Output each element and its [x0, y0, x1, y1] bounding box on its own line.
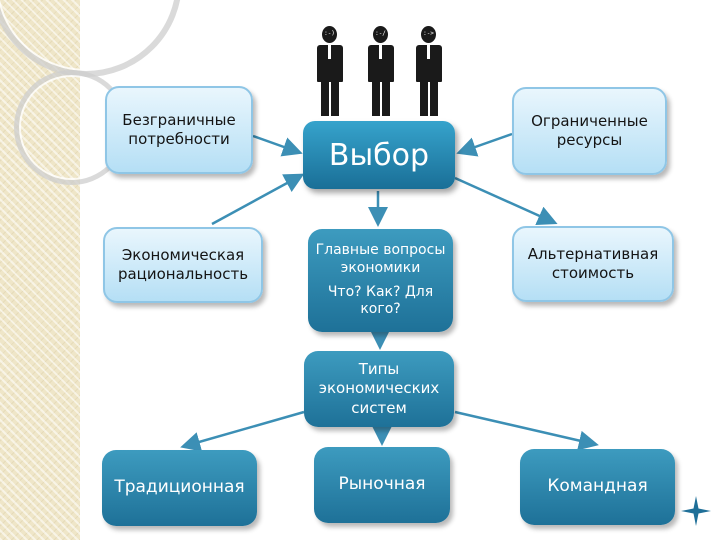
choice-label: Выбор [328, 137, 430, 173]
economic-systems-types-label: Типы экономических систем [318, 360, 440, 417]
person-figure-icon: :-/ [365, 26, 397, 116]
limited-resources-label: Ограниченные ресурсы [531, 111, 648, 149]
arrow-resources-to-choice [456, 132, 513, 157]
people-illustration: :-) :-/ :-> [312, 26, 452, 118]
sparkle-icon [681, 496, 711, 526]
economic-systems-types-node: Типы экономических систем [304, 351, 454, 427]
limited-resources-node: Ограниченные ресурсы [512, 87, 667, 175]
unlimited-needs-label: Безграничные потребности [122, 110, 236, 148]
arrow-types-to-traditional [180, 410, 305, 452]
traditional-economy-node: Традиционная [102, 450, 257, 526]
command-economy-label: Командная [547, 476, 648, 497]
arrow-choice-to-opcost [454, 176, 558, 225]
arrow-types-to-command [454, 410, 599, 451]
command-economy-node: Командная [520, 449, 675, 525]
arrow-needs-to-choice [252, 134, 303, 157]
choice-node: Выбор [303, 121, 455, 189]
person-figure-icon: :-) [314, 26, 346, 116]
economic-rationality-node: Экономическая рациональность [103, 227, 263, 303]
main-questions-title: Главные вопросы экономики [315, 241, 446, 276]
opportunity-cost-label: Альтернативная стоимость [527, 244, 659, 282]
market-economy-label: Рыночная [338, 474, 426, 495]
market-economy-node: Рыночная [314, 447, 450, 523]
main-questions-node: Главные вопросы экономики Что? Как? Для … [308, 229, 453, 332]
traditional-economy-label: Традиционная [114, 477, 245, 498]
unlimited-needs-node: Безграничные потребности [105, 86, 253, 174]
main-questions-items: Что? Как? Для кого? [327, 283, 434, 318]
opportunity-cost-node: Альтернативная стоимость [512, 226, 674, 302]
person-figure-icon: :-> [413, 26, 445, 116]
arrow-rational-to-choice [211, 173, 305, 226]
economic-rationality-label: Экономическая рациональность [117, 245, 249, 283]
